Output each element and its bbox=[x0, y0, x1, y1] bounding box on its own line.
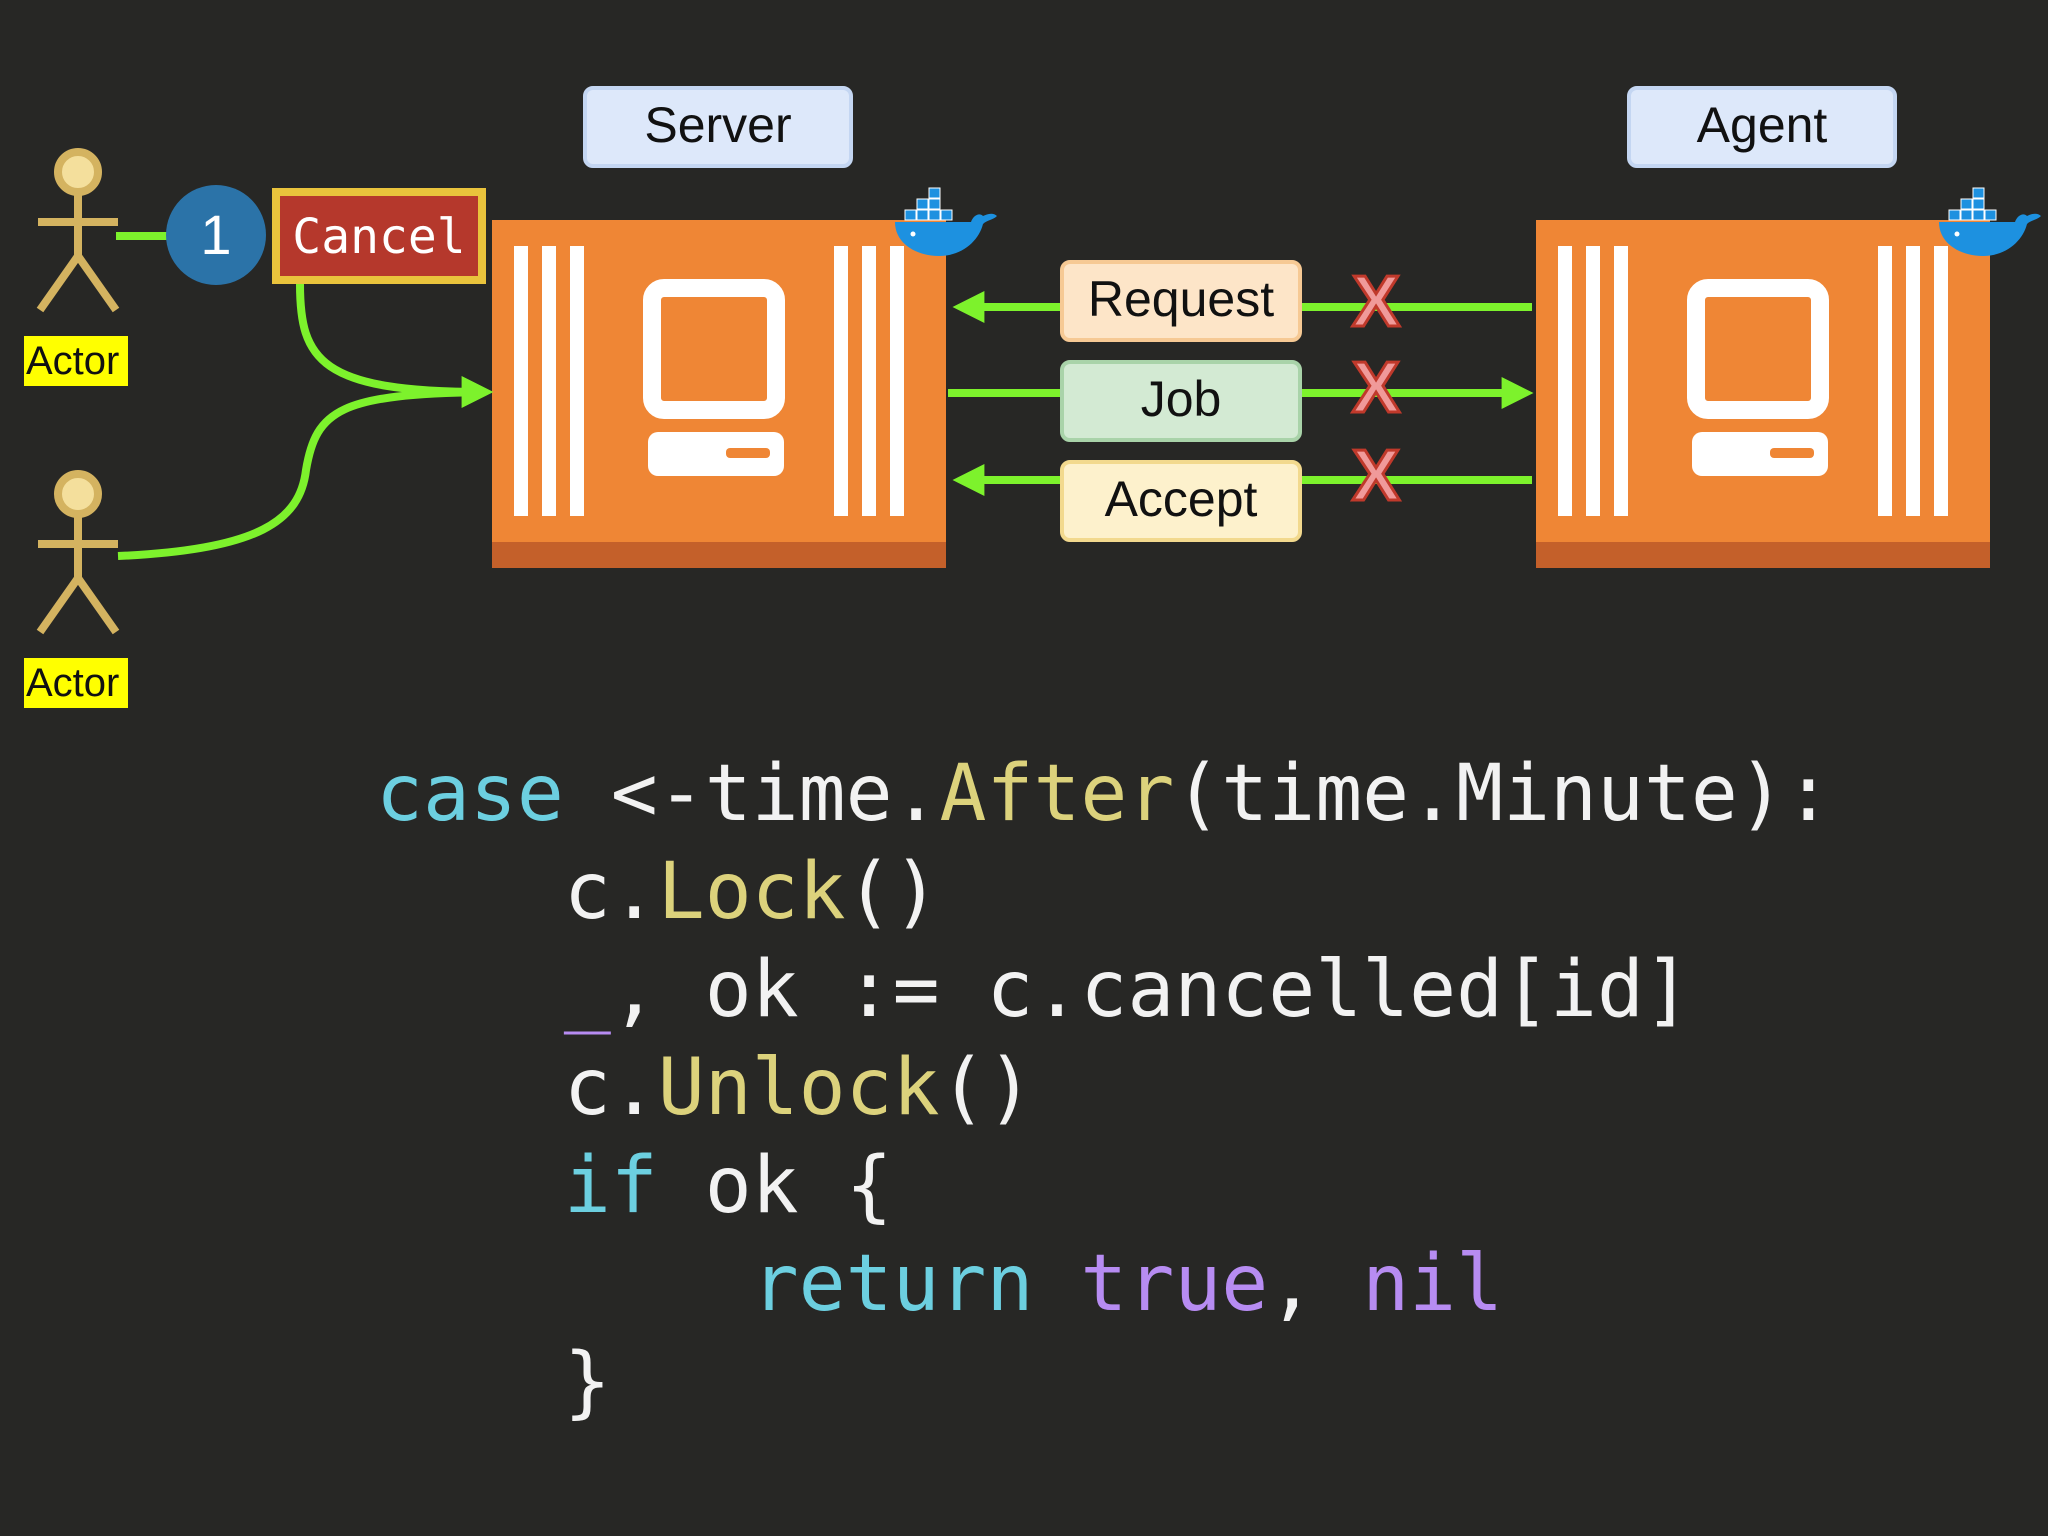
docker-whale-icon bbox=[1938, 187, 2042, 257]
step-badge: 1 bbox=[166, 185, 266, 285]
actor-label: Actor bbox=[26, 339, 119, 383]
actor-figure-icon bbox=[38, 474, 118, 632]
architecture-diagram: Server Agent Actor Actor 1 bbox=[24, 86, 2042, 708]
actor-label-box: Actor bbox=[24, 336, 128, 386]
step-badge-number: 1 bbox=[200, 203, 231, 266]
code-line-3: _, ok := c.cancelled[id] bbox=[563, 945, 1691, 1035]
failure-x-icon: X bbox=[1352, 436, 1400, 516]
failure-x-icon: X bbox=[1352, 348, 1400, 428]
cancel-to-server-arrow bbox=[296, 283, 494, 408]
cancel-label: Cancel bbox=[292, 209, 465, 265]
job-message-box: Job bbox=[1060, 360, 1302, 442]
actor2-to-server-arrow bbox=[117, 388, 485, 560]
cancel-label-box: Cancel bbox=[272, 188, 486, 284]
docker-whale-icon bbox=[894, 187, 998, 257]
request-label: Request bbox=[1088, 271, 1274, 327]
agent-label-box: Agent bbox=[1627, 86, 1897, 168]
actor-label: Actor bbox=[26, 661, 119, 705]
job-label: Job bbox=[1141, 371, 1222, 427]
code-line-1: case <-time.After(time.Minute): bbox=[376, 749, 1832, 839]
server-box bbox=[492, 220, 946, 568]
actor-figure-icon bbox=[38, 152, 118, 310]
code-line-6: return true, nil bbox=[751, 1239, 1504, 1329]
code-line-7: } bbox=[563, 1337, 611, 1427]
actor-label-box: Actor bbox=[24, 658, 128, 708]
agent-label: Agent bbox=[1697, 97, 1828, 153]
server-label-box: Server bbox=[583, 86, 853, 168]
failure-x-icon: X bbox=[1352, 262, 1400, 342]
request-message-box: Request bbox=[1060, 260, 1302, 342]
code-block: case <-time.After(time.Minute): c.Lock()… bbox=[376, 745, 1832, 1431]
accept-label: Accept bbox=[1105, 471, 1258, 527]
accept-message-box: Accept bbox=[1060, 460, 1302, 542]
server-label: Server bbox=[644, 97, 791, 153]
agent-box bbox=[1536, 220, 1990, 568]
code-line-2: c.Lock() bbox=[563, 847, 940, 937]
code-line-5: if ok { bbox=[563, 1141, 893, 1231]
code-line-4: c.Unlock() bbox=[563, 1043, 1034, 1133]
